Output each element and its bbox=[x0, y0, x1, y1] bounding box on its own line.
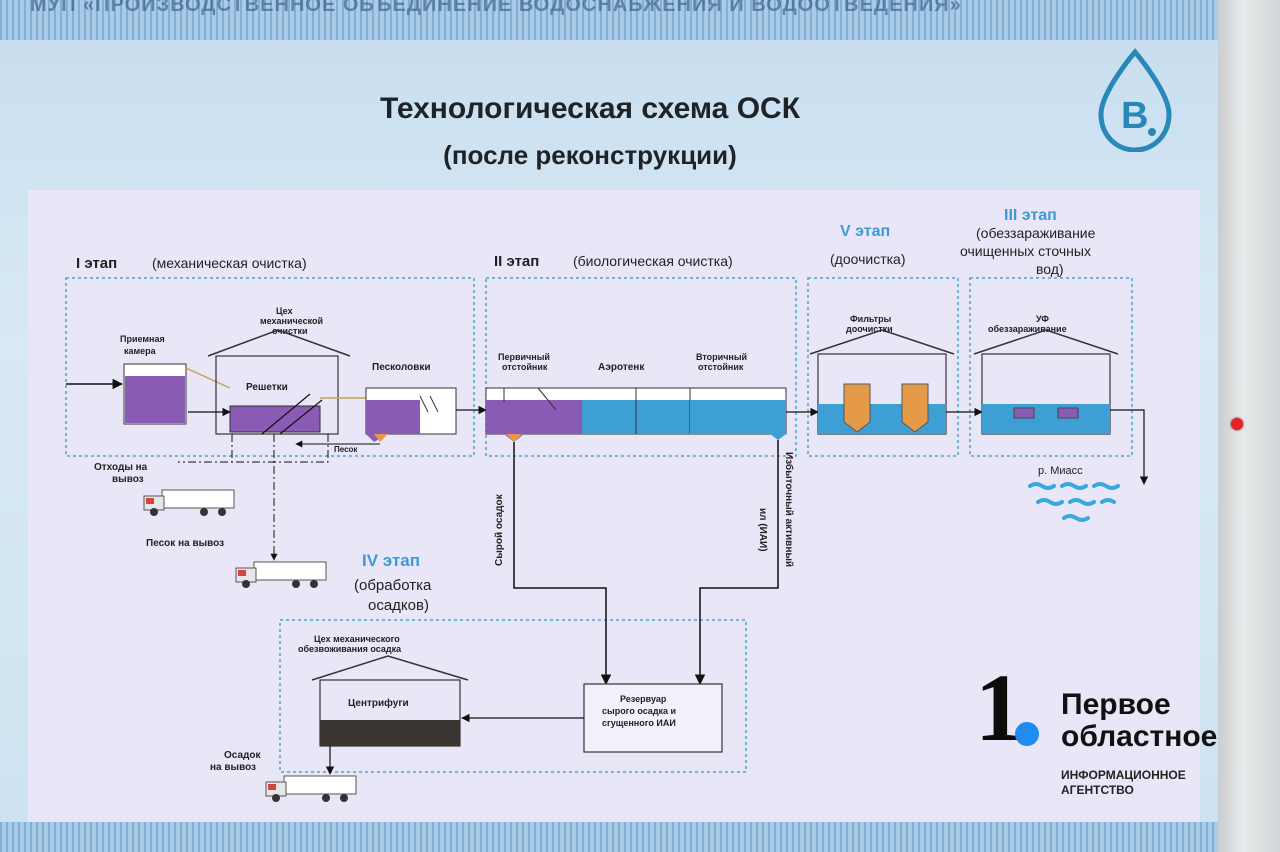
izb-label-1: Избыточный активный bbox=[783, 452, 795, 567]
svg-text:B: B bbox=[1121, 95, 1148, 137]
stage-4-desc-1: (обработка bbox=[354, 577, 432, 594]
uf-label-2: обеззараживание bbox=[988, 324, 1067, 334]
stage-2-num: II этап bbox=[494, 253, 539, 270]
stage-2-desc: (биологическая очистка) bbox=[573, 253, 733, 269]
stage-5-box bbox=[807, 277, 959, 457]
priemnaya-label-1: Приемная bbox=[120, 334, 165, 344]
rezervuar-box bbox=[583, 683, 723, 753]
stage-4-num: IV этап bbox=[362, 551, 420, 570]
page-title: Технологическая схема ОСК bbox=[380, 92, 800, 125]
vtorichny-label-1: Вторичный bbox=[696, 352, 747, 362]
reshetki-label: Решетки bbox=[246, 382, 288, 393]
info-board: МУП «ПРОИЗВОДСТВЕННОЕ ОБЪЕДИНЕНИЕ ВОДОСН… bbox=[0, 0, 1218, 852]
reshetki-tank bbox=[229, 405, 321, 433]
truck-icon bbox=[235, 561, 327, 588]
scheme-sheet: I этап (механическая очистка) II этап (б… bbox=[28, 190, 1200, 822]
vtorichny-label-2: отстойник bbox=[698, 362, 744, 372]
ceh-label-1: Цех bbox=[276, 306, 293, 316]
uf-lamp-2 bbox=[1057, 407, 1079, 419]
stage-3-num: III этап bbox=[1004, 207, 1057, 224]
water-drop-logo-icon: B bbox=[1098, 48, 1172, 152]
osadok-label-2: на вывоз bbox=[210, 762, 256, 773]
pervichny-label-2: отстойник bbox=[502, 362, 548, 372]
river-waves-icon bbox=[1028, 482, 1120, 522]
ceh-obezv-label-2: обезвоживания осадка bbox=[298, 644, 402, 654]
brand-logo-one: 1 bbox=[975, 654, 1023, 761]
page-subtitle: (после реконструкции) bbox=[443, 140, 737, 170]
osadok-label-1: Осадок bbox=[224, 750, 261, 761]
truck-icon bbox=[143, 489, 235, 516]
rezervuar-label-1: Резервуар bbox=[620, 694, 667, 704]
brand-name-line-2: областное bbox=[1061, 720, 1218, 753]
pesok-label: Песок bbox=[334, 445, 358, 454]
stage-1-desc: (механическая очистка) bbox=[152, 255, 307, 271]
bottom-stripe bbox=[0, 822, 1218, 852]
rezervuar-label-3: сгущенного ИАИ bbox=[602, 718, 676, 728]
centrifugi-tank bbox=[320, 720, 460, 746]
stage-4-desc-2: осадков) bbox=[368, 597, 429, 614]
stage-5-desc: (доочистка) bbox=[830, 251, 906, 267]
truck-icon bbox=[265, 775, 357, 802]
filter-1 bbox=[843, 383, 871, 433]
othody-label-2: вывоз bbox=[112, 474, 144, 485]
stage-4-box bbox=[279, 619, 747, 773]
stage-3-desc-1: (обеззараживание bbox=[976, 225, 1096, 241]
ceh-label-3: очистки bbox=[272, 326, 307, 336]
priemnaya-label-2: камера bbox=[124, 346, 157, 356]
brand-tagline: ИНФОРМАЦИОННОЕ АГЕНТСТВО bbox=[1061, 768, 1186, 797]
rezervuar-label-2: сырого осадка и bbox=[602, 706, 676, 716]
brand-name-line-1: Первое bbox=[1061, 688, 1171, 721]
ceh-label-2: механической bbox=[260, 316, 323, 326]
syroy-label: Сырой осадок bbox=[494, 493, 505, 566]
top-stripe: МУП «ПРОИЗВОДСТВЕННОЕ ОБЪЕДИНЕНИЕ ВОДОСН… bbox=[0, 0, 1218, 40]
filtry-label-2: доочистки bbox=[846, 324, 893, 334]
stage-3-desc-2: очищенных сточных bbox=[960, 243, 1091, 259]
filtry-label-1: Фильтры bbox=[850, 314, 892, 324]
stage-1-box bbox=[65, 277, 475, 457]
izb-label-2: ил (ИАИ) bbox=[757, 508, 768, 552]
uf-lamp-1 bbox=[1013, 407, 1035, 419]
peskolovki-label: Песколовки bbox=[372, 362, 431, 373]
vtorichny-tank bbox=[690, 400, 786, 440]
othody-label-1: Отходы на bbox=[94, 462, 148, 473]
pervichny-tank bbox=[486, 400, 582, 442]
aerotenk-label: Аэротенк bbox=[598, 362, 645, 373]
brand-watermark: 1 Первое областное ИНФОРМАЦИОННОЕ АГЕНТС… bbox=[975, 660, 1265, 800]
uf-label-1: УФ bbox=[1036, 314, 1049, 324]
filter-2 bbox=[901, 383, 929, 433]
stage-2-box bbox=[485, 277, 797, 457]
wall-background bbox=[1218, 0, 1280, 852]
house-roof-icon bbox=[207, 329, 351, 435]
centrifugi-label: Центрифуги bbox=[348, 697, 409, 709]
stage-5-num: V этап bbox=[840, 223, 890, 240]
stage-1-num: I этап bbox=[76, 255, 117, 272]
ceh-obezv-label-1: Цех механического bbox=[314, 634, 400, 644]
pesok-vyvoz-label: Песок на вывоз bbox=[146, 538, 224, 549]
brand-logo-dot bbox=[1015, 722, 1039, 746]
peskolovki-tank bbox=[366, 400, 420, 442]
uf-tank bbox=[982, 404, 1110, 434]
river-label: р. Миасс bbox=[1038, 465, 1083, 477]
stage-3-box bbox=[969, 277, 1133, 457]
stage-3-desc-3: вод) bbox=[1036, 261, 1064, 277]
banner-text: МУП «ПРОИЗВОДСТВЕННОЕ ОБЪЕДИНЕНИЕ ВОДОСН… bbox=[30, 0, 962, 16]
process-diagram: I этап (механическая очистка) II этап (б… bbox=[65, 207, 1149, 802]
push-pin-icon bbox=[1231, 418, 1243, 430]
pervichny-label-1: Первичный bbox=[498, 352, 550, 362]
